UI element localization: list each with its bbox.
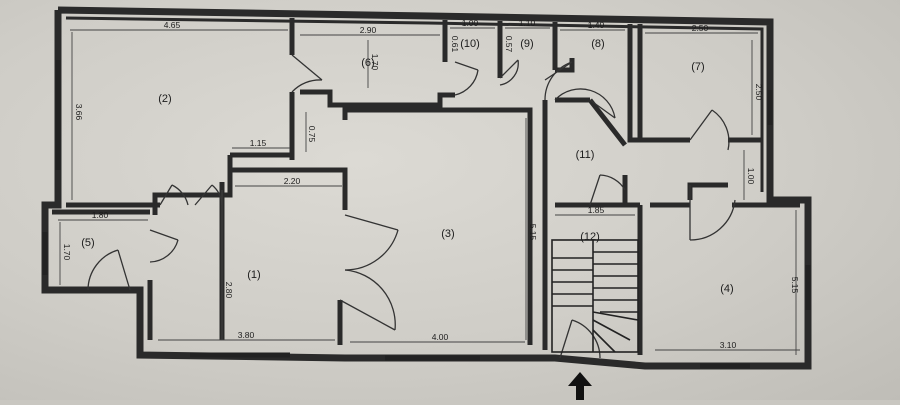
dim-3-10: 3.10 xyxy=(720,340,737,350)
dim-1-70-room6: 1.70 xyxy=(370,54,380,71)
dim-2-50-side: 2.50 xyxy=(754,84,764,101)
dim-1-10: 1.10 xyxy=(519,18,536,28)
entrance-arrow-icon xyxy=(568,372,592,400)
room-label-1: (1) xyxy=(247,269,260,281)
room-label-2: (2) xyxy=(158,93,171,105)
dim-0-57: 0.57 xyxy=(504,36,514,53)
dim-4-65: 4.65 xyxy=(164,20,181,30)
dim-1-80: 1.80 xyxy=(92,210,109,220)
room-label-3: (3) xyxy=(441,228,454,240)
room-label-6: (6) xyxy=(361,57,374,69)
dim-1-00-side: 1.00 xyxy=(746,168,756,185)
dimension-labels: 4.65 3.66 2.90 1.70 1.00 1.10 1.40 2.50 … xyxy=(62,18,800,350)
room-label-10: (10) xyxy=(460,38,480,50)
dim-5-15-room3: 5.15 xyxy=(528,224,538,241)
dim-5-15-room4: 5.15 xyxy=(790,277,800,294)
room-labels: (2) (6) (10) (9) (8) (7) (11) (3) (12) (… xyxy=(81,38,733,295)
dim-3-80: 3.80 xyxy=(238,330,255,340)
dim-3-66: 3.66 xyxy=(74,104,84,121)
dim-1-85: 1.85 xyxy=(588,205,605,215)
dim-4-00: 4.00 xyxy=(432,332,449,342)
staircase xyxy=(551,239,639,353)
dim-2-20: 2.20 xyxy=(284,176,301,186)
dim-1-00-top: 1.00 xyxy=(462,18,479,28)
dim-1-70-room5: 1.70 xyxy=(62,244,72,261)
room-label-5: (5) xyxy=(81,237,94,249)
dim-1-15: 1.15 xyxy=(250,138,267,148)
room-label-4: (4) xyxy=(720,283,733,295)
room-label-7: (7) xyxy=(691,61,704,73)
room-label-11: (11) xyxy=(576,149,595,161)
interior-walls xyxy=(52,18,800,355)
dim-0-61: 0.61 xyxy=(450,36,460,53)
dim-1-40: 1.40 xyxy=(588,20,605,30)
dimension-lines xyxy=(58,27,800,355)
dim-0-75: 0.75 xyxy=(307,126,317,143)
dim-2-90: 2.90 xyxy=(360,25,377,35)
windows xyxy=(42,60,811,369)
room-label-12: (12) xyxy=(580,231,600,243)
dim-2-80: 2.80 xyxy=(224,282,234,299)
room-label-8: (8) xyxy=(591,38,604,50)
room-label-9: (9) xyxy=(520,38,533,50)
dim-2-50-top: 2.50 xyxy=(692,23,709,33)
